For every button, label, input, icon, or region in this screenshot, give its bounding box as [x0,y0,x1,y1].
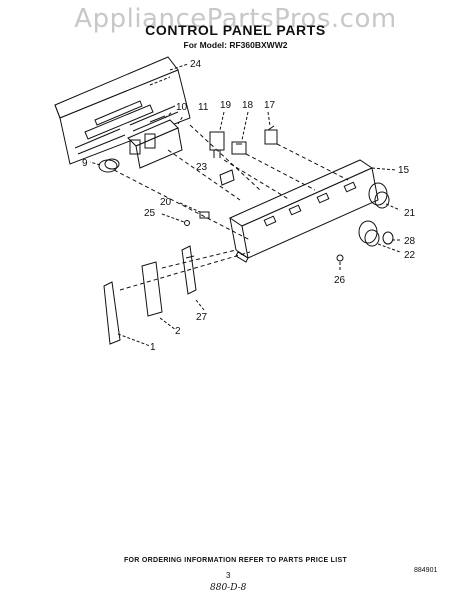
callout-21: 21 [404,208,416,219]
part-10-11-switch-bracket [127,115,183,169]
part-23-clip [219,169,235,186]
ordering-note: FOR ORDERING INFORMATION REFER TO PARTS … [123,557,348,564]
callout-19: 19 [220,100,232,111]
part-24-back-panel [54,56,191,165]
callout-24: 24 [190,59,202,70]
site-watermark: AppliancePartsPros.com [74,4,397,34]
callout-1: 1 [150,342,156,353]
callout-9: 9 [82,158,88,169]
callout-2: 2 [175,326,181,337]
part-15-control-panel [228,159,379,263]
page-number: 3 [226,571,231,580]
callout-17: 17 [264,100,276,111]
part-17-indicator [264,125,278,145]
callout-26: 26 [334,275,346,286]
callout-28: 28 [404,236,416,247]
callout-18: 18 [242,100,254,111]
handwritten-mark: 880-D-8 [210,583,247,593]
part-18-switch [231,141,247,155]
callout-10: 10 [176,102,188,113]
callout-11: 11 [198,102,209,113]
callout-20: 20 [160,197,172,208]
callout-15: 15 [398,165,410,176]
diagram-title: CONTROL PANEL PARTS [145,22,326,38]
callout-27: 27 [196,312,208,323]
part-20-clip [199,211,210,219]
part-9-knob [98,158,120,173]
document-code: 884901 [414,567,438,574]
model-number: For Model: RF360BXWW2 [183,40,288,50]
part-19-switch [209,131,225,158]
part-28-22-knob [358,220,394,247]
callout-23: 23 [196,162,208,173]
callout-22: 22 [404,250,416,261]
part-25-screw [184,220,190,226]
part-26-screw [336,254,344,262]
part-21-knob [368,182,390,209]
part-2-bracket [141,261,163,317]
callout-25: 25 [144,208,156,219]
part-1-side-trim [103,281,121,345]
